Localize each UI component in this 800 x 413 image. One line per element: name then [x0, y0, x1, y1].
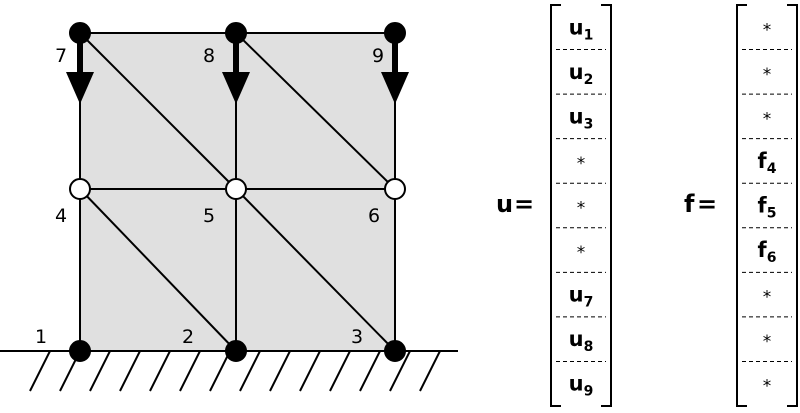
mesh-edge-7-5 — [79, 32, 237, 190]
vector-u-entries: u1 u2 u3 * * * u7 u8 u9 — [556, 15, 606, 400]
ground-hatch-3 — [119, 351, 141, 392]
ground-hatch-7 — [239, 351, 261, 392]
node-2 — [225, 340, 247, 362]
ground-hatch-2 — [89, 351, 111, 392]
load-arrow-9 — [381, 38, 409, 104]
node-3 — [384, 340, 406, 362]
vector-u-entry-5: * — [577, 199, 586, 219]
node-labels: 1 2 3 4 5 6 7 8 9 — [35, 45, 384, 348]
node-6 — [384, 178, 406, 200]
vector-f-entry-6: f6 — [758, 238, 777, 266]
node-label-2: 2 — [182, 326, 194, 348]
vector-f-entry-3: * — [763, 109, 772, 129]
vector-u-entry-2: u2 — [569, 60, 594, 88]
vector-f-entry-9: * — [763, 377, 772, 397]
vector-f-equals: = — [697, 190, 717, 218]
node-label-1: 1 — [35, 326, 47, 348]
vector-u-entry-1: u1 — [569, 15, 594, 43]
vector-u-entry-6: * — [577, 243, 586, 263]
ground-hatch-12 — [389, 351, 411, 392]
vector-f-entry-4: f4 — [758, 149, 777, 177]
node-label-6: 6 — [368, 205, 380, 227]
node-4 — [69, 178, 91, 200]
ground-hatch-9 — [299, 351, 321, 392]
load-arrow-7 — [66, 38, 94, 104]
mesh-edge-5-3 — [235, 188, 396, 352]
mesh-nodes — [69, 22, 406, 362]
node-1 — [69, 340, 91, 362]
vector-u-label: u — [496, 190, 513, 218]
vector-u-equals: = — [514, 190, 534, 218]
vector-f-entry-8: * — [763, 332, 772, 352]
node-label-8: 8 — [203, 45, 215, 67]
ground-hatch-6 — [209, 351, 231, 392]
ground-hatch-11 — [359, 351, 381, 392]
node-7 — [69, 22, 91, 44]
vector-u-entry-4: * — [577, 154, 586, 174]
node-9 — [384, 22, 406, 44]
node-label-7: 7 — [55, 45, 67, 67]
vector-f: f = * * * f4 f5 f6 * * * — [684, 4, 798, 407]
node-label-3: 3 — [351, 326, 363, 348]
load-arrow-8 — [222, 38, 250, 104]
vector-u-right-bracket — [601, 4, 612, 407]
vector-f-right-bracket — [787, 4, 798, 407]
vector-f-entry-2: * — [763, 65, 772, 85]
node-label-9: 9 — [372, 45, 384, 67]
vector-u-entry-8: u8 — [569, 327, 594, 355]
vector-u: u = u1 u2 u3 * * * u7 u8 u9 — [496, 4, 612, 407]
vector-u-entry-7: u7 — [569, 283, 594, 311]
vector-f-entry-7: * — [763, 288, 772, 308]
ground-hatch-8 — [269, 351, 291, 392]
ground-hatch-13 — [419, 351, 441, 392]
ground-hatch-0 — [29, 351, 51, 392]
node-label-4: 4 — [55, 205, 67, 227]
ground-hatch-5 — [179, 351, 201, 392]
vector-u-entry-3: u3 — [569, 104, 594, 132]
vector-f-entries: * * * f4 f5 f6 * * * — [742, 20, 792, 397]
ground-hatch-4 — [149, 351, 171, 392]
node-8 — [225, 22, 247, 44]
node-label-5: 5 — [203, 205, 215, 227]
node-5 — [225, 178, 247, 200]
load-arrows — [66, 38, 409, 104]
vector-f-label: f — [684, 190, 695, 218]
vector-f-left-bracket — [736, 4, 747, 407]
vector-u-left-bracket — [550, 4, 561, 407]
vector-f-entry-5: f5 — [758, 194, 777, 222]
vector-u-entry-9: u9 — [569, 372, 594, 400]
ground-hatch-10 — [329, 351, 351, 392]
mesh-edge-4-2 — [79, 188, 237, 352]
mesh-edge-8-6 — [235, 32, 396, 190]
vector-f-entry-1: * — [763, 20, 772, 40]
